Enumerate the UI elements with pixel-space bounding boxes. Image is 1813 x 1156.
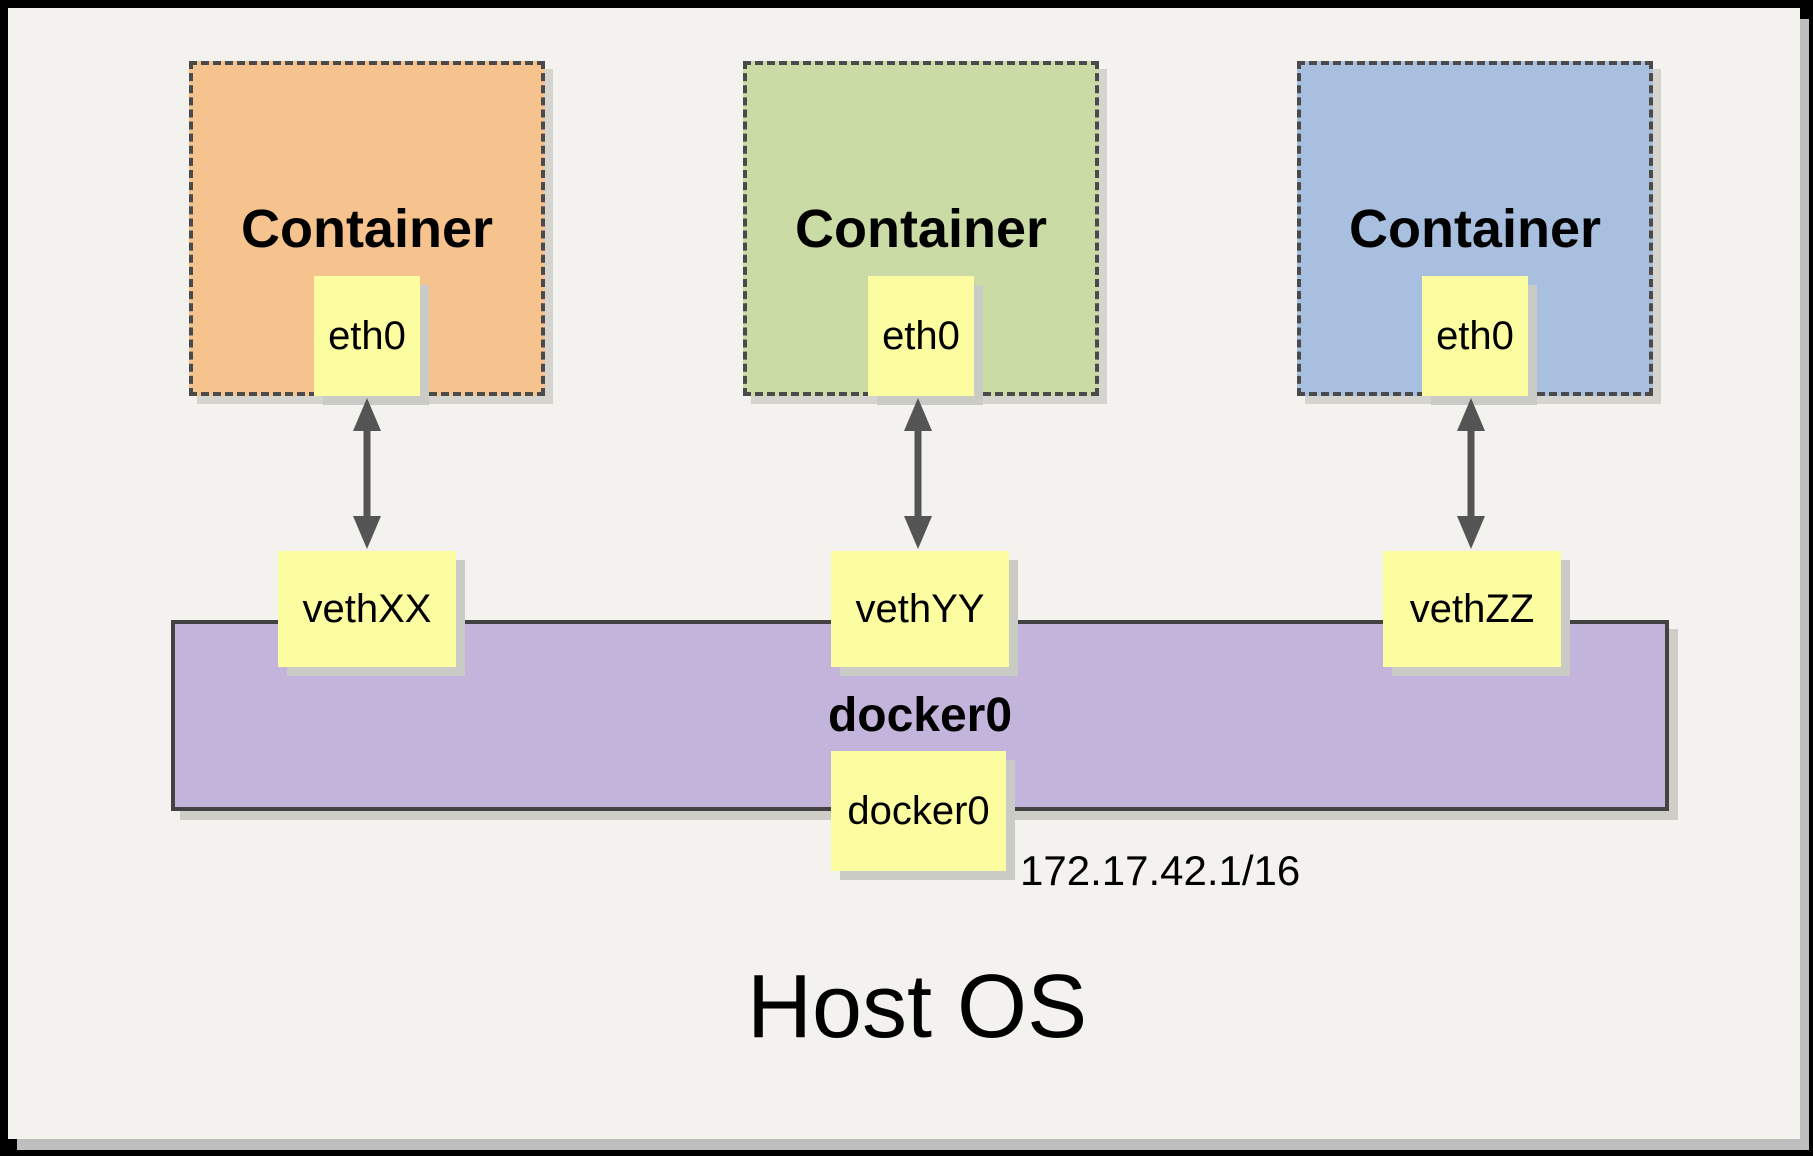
veth-xx-interface: vethXX — [278, 551, 456, 667]
container-1-title: Container — [240, 198, 494, 259]
double-arrow-icon — [904, 398, 932, 549]
docker0-ip-address: 172.17.42.1/16 — [1020, 847, 1301, 894]
container-box-1: Container eth0 — [189, 61, 545, 396]
veth-xx-label: vethXX — [302, 586, 432, 631]
veth-zz-label: vethZZ — [1409, 586, 1535, 631]
container-box-2: Container eth0 — [743, 61, 1099, 396]
veth-yy-label: vethYY — [855, 586, 985, 631]
docker0-bridge-title: docker0 — [827, 689, 1013, 742]
container-1-eth0-label: eth0 — [328, 313, 406, 358]
container-2-eth0-interface: eth0 — [868, 276, 974, 396]
double-arrow-icon — [1457, 398, 1485, 549]
docker0-interface: docker0 — [831, 751, 1006, 871]
container-1-eth0-interface: eth0 — [314, 276, 420, 396]
veth-yy-interface: vethYY — [831, 551, 1009, 667]
container-3-eth0-interface: eth0 — [1422, 276, 1528, 396]
container-box-3: Container eth0 — [1297, 61, 1653, 396]
container-3-eth0-label: eth0 — [1436, 313, 1514, 358]
host-os-title: Host OS — [747, 957, 1088, 1057]
docker0-interface-label: docker0 — [847, 788, 990, 833]
container-2-eth0-label: eth0 — [882, 313, 960, 358]
container-2-title: Container — [794, 198, 1048, 259]
double-arrow-icon — [353, 398, 381, 549]
container-3-title: Container — [1348, 198, 1602, 259]
veth-zz-interface: vethZZ — [1383, 551, 1561, 667]
diagram-page: Container eth0 Container eth0 Container … — [8, 8, 1800, 1139]
